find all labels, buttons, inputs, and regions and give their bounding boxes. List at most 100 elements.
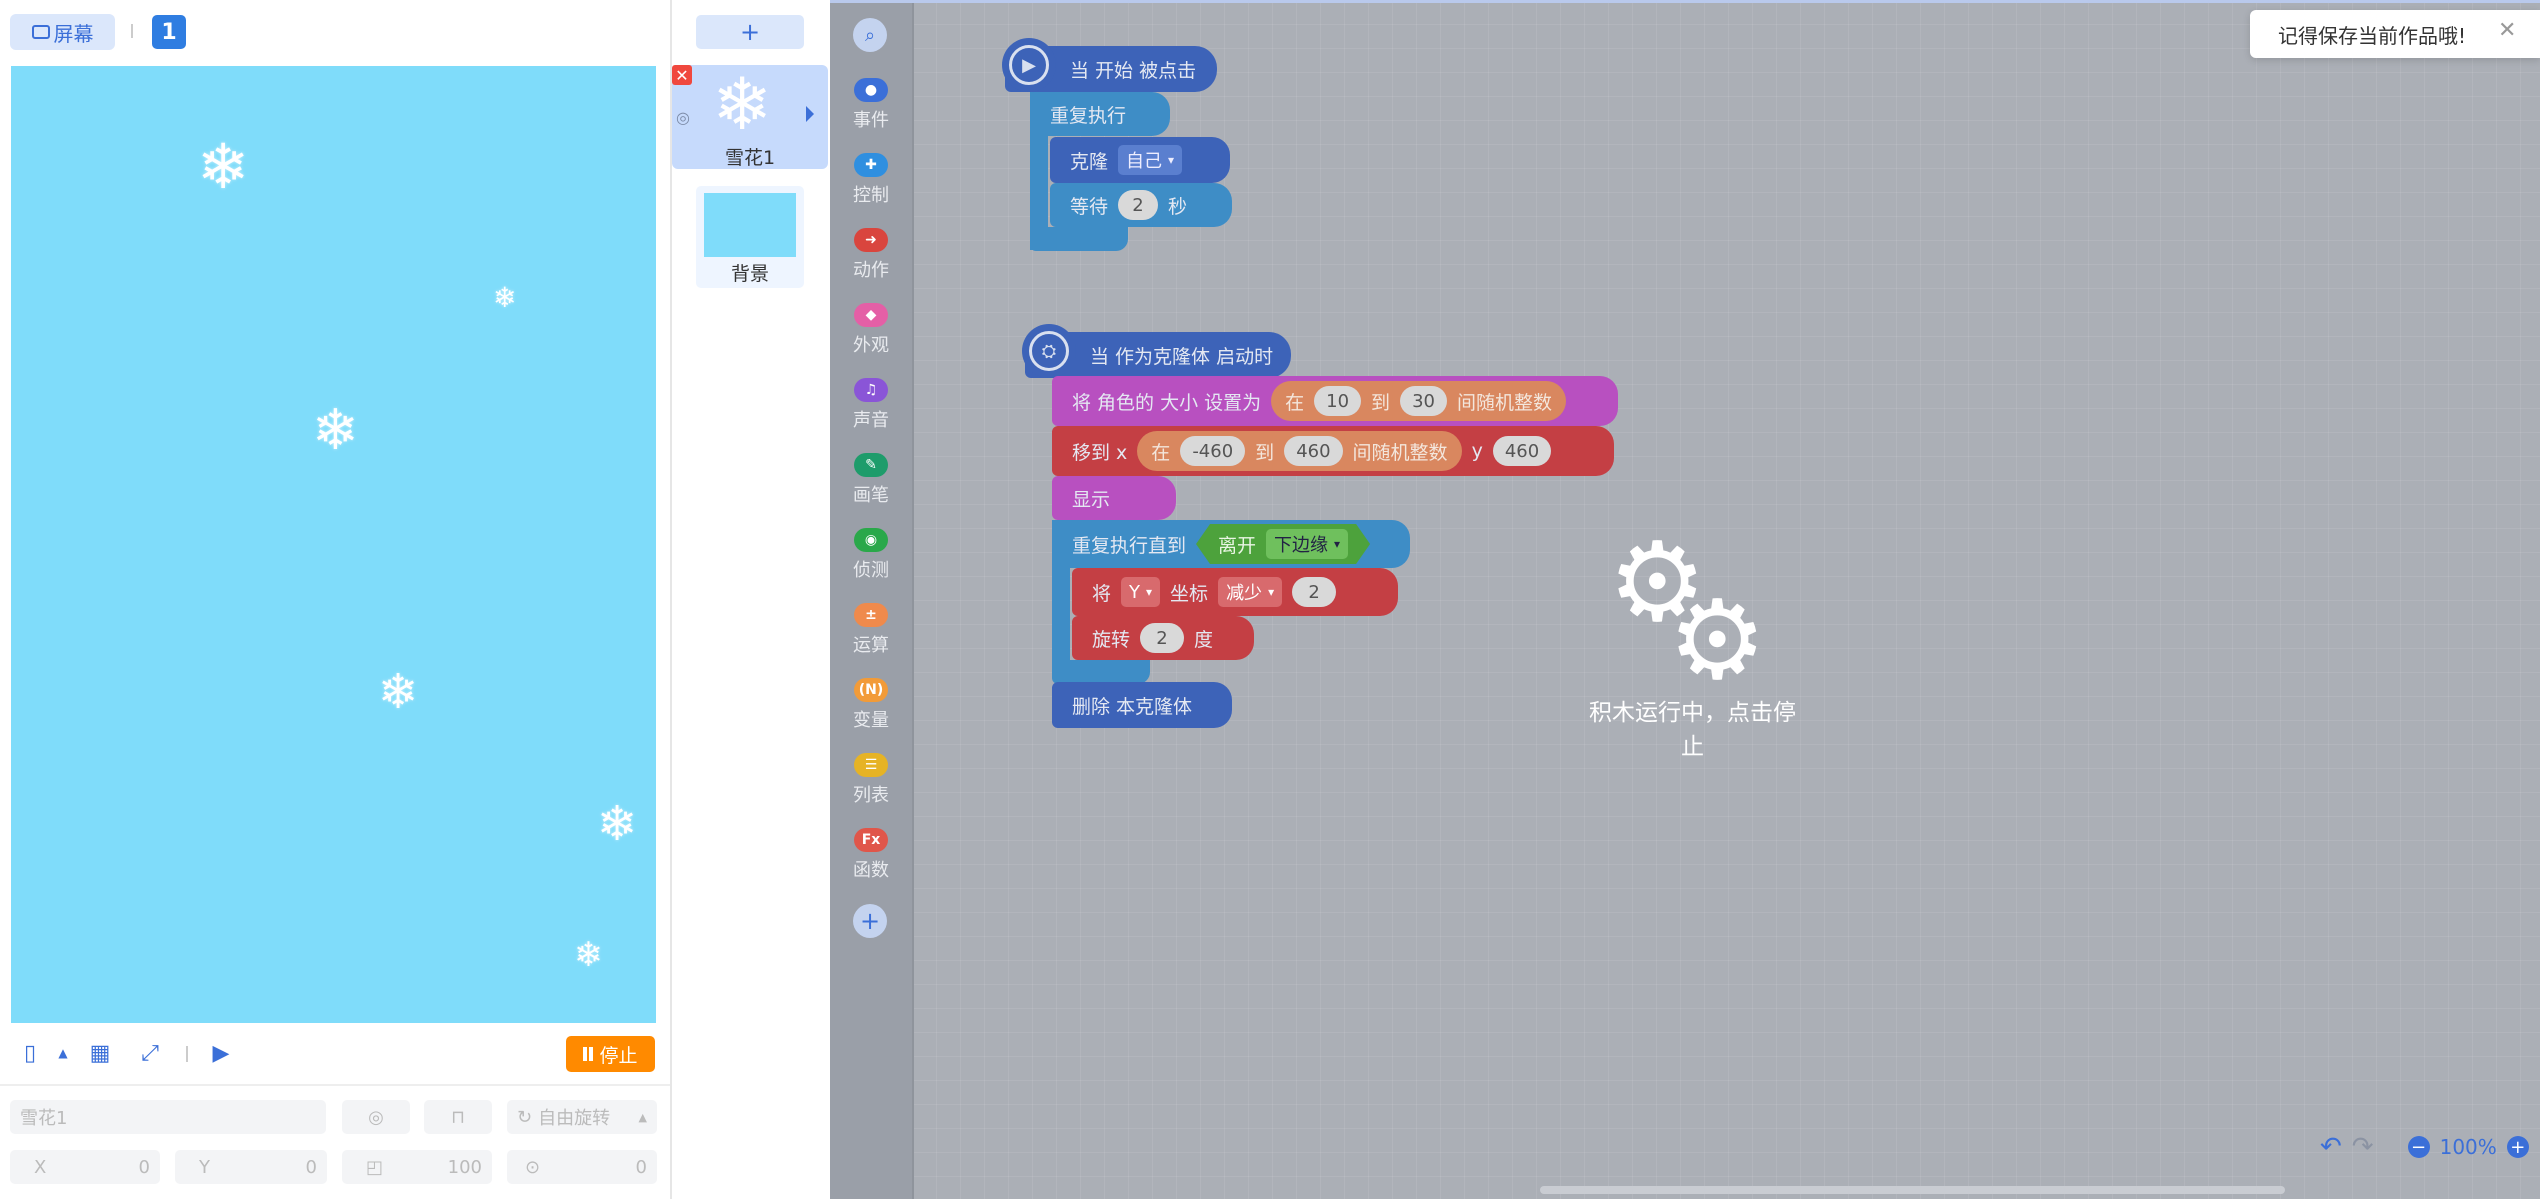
axis-dropdown[interactable]: Y▾ <box>1121 577 1161 607</box>
undo-icon[interactable]: ↶ <box>2320 1132 2342 1162</box>
motion-icon: ➜ <box>854 228 888 252</box>
change-mode-dropdown[interactable]: 减少▾ <box>1218 577 1283 607</box>
fullscreen-icon[interactable]: ⤢ <box>141 1040 159 1066</box>
y-input[interactable]: 460 <box>1492 436 1552 466</box>
zoom-out-icon[interactable]: − <box>2407 1136 2430 1158</box>
category-label: 变量 <box>853 710 889 731</box>
op-text: 间随机整数 <box>1456 391 1552 414</box>
category-looks[interactable]: ◆ 外观 <box>830 303 912 357</box>
move-to-block[interactable]: 移到 x 在 -460 到 460 间随机整数 y 460 <box>1052 426 1614 476</box>
x-max-input[interactable]: 460 <box>1284 436 1343 466</box>
category-motion[interactable]: ➜ 动作 <box>830 228 912 282</box>
chevron-down-icon: ▾ <box>1268 585 1275 599</box>
category-label: 函数 <box>853 860 889 881</box>
set-size-block[interactable]: 将 角色的 大小 设置为 在 10 到 30 间随机整数 <box>1052 376 1618 426</box>
direction-field[interactable]: ⊙ 0 <box>507 1150 657 1184</box>
category-pen[interactable]: ✎ 画笔 <box>830 453 912 507</box>
control-icon: ✚ <box>854 153 888 177</box>
divider <box>131 24 133 38</box>
grid-icon[interactable]: ▦ <box>89 1040 111 1066</box>
stage-canvas[interactable]: ❄ ❄ ❄ ❄ ❄ ❄ <box>11 66 656 1023</box>
chevron-down-icon: ▾ <box>1168 153 1175 167</box>
stop-button[interactable]: 停止 <box>566 1036 655 1072</box>
snowflake-sprite[interactable]: ❄ <box>197 130 249 203</box>
snowflake-sprite[interactable]: ❄ <box>312 398 359 463</box>
clone-block[interactable]: 克隆 自己▾ <box>1050 137 1230 183</box>
sprite-card-snowflake[interactable] <box>672 65 828 169</box>
pen-icon: ✎ <box>854 453 888 477</box>
block-text: 当 作为克隆体 启动时 <box>1090 345 1274 368</box>
snowflake-sprite[interactable]: ❄ <box>493 281 517 314</box>
op-text: 在 <box>1285 391 1305 414</box>
add-extension-icon[interactable]: + <box>853 904 887 938</box>
category-control[interactable]: ✚ 控制 <box>830 153 912 207</box>
lock-icon: ⊓ <box>450 1106 466 1128</box>
expand-arrow-icon[interactable] <box>806 106 814 122</box>
delete-icon[interactable]: ✕ <box>672 65 692 85</box>
turn-degrees-input[interactable]: 2 <box>1140 623 1185 653</box>
x-min-input[interactable]: -460 <box>1180 436 1246 466</box>
size-min-input[interactable]: 10 <box>1314 386 1362 416</box>
caret-up-icon[interactable]: ▲ <box>58 1046 68 1060</box>
redo-icon[interactable]: ↷ <box>2351 1132 2374 1162</box>
wait-seconds-input[interactable]: 2 <box>1118 190 1159 220</box>
wait-block[interactable]: 等待 2 秒 <box>1050 183 1232 227</box>
category-events[interactable]: ● 事件 <box>830 78 912 132</box>
lock-toggle[interactable]: ⊓ <box>424 1100 492 1134</box>
category-operators[interactable]: ± 运算 <box>830 603 912 657</box>
search-icon[interactable]: ⌕ <box>853 18 887 52</box>
op-text: 离开 <box>1218 534 1257 557</box>
forever-block[interactable]: 重复执行 <box>1030 92 1170 136</box>
edge-dropdown[interactable]: 下边缘▾ <box>1266 529 1348 559</box>
running-status-text[interactable]: 积木运行中，点击停止 <box>1589 700 1796 760</box>
lists-icon: ☰ <box>854 753 888 777</box>
op-text: 到 <box>1371 391 1391 414</box>
clone-target-dropdown[interactable]: 自己▾ <box>1118 145 1183 175</box>
stop-label: 停止 <box>599 1044 638 1067</box>
random-int-operator[interactable]: 在 10 到 30 间随机整数 <box>1271 381 1566 421</box>
zoom-in-icon[interactable]: + <box>2506 1136 2529 1158</box>
category-lists[interactable]: ☰ 列表 <box>830 753 912 807</box>
change-coordinate-block[interactable]: 将 Y▾ 坐标 减少▾ 2 <box>1072 568 1398 616</box>
show-block[interactable]: 显示 <box>1052 476 1176 520</box>
eye-off-icon[interactable]: ◎ <box>676 108 690 127</box>
block-text: 将 角色的 大小 设置为 <box>1072 391 1262 414</box>
touching-edge-condition[interactable]: 离开 下边缘▾ <box>1196 524 1370 564</box>
size-icon: ◰ <box>366 1156 384 1178</box>
category-sound[interactable]: ♫ 声音 <box>830 378 912 432</box>
repeat-until-block[interactable]: 重复执行直到 离开 下边缘▾ <box>1052 520 1410 568</box>
screen-label: 屏幕 <box>53 21 94 46</box>
close-icon[interactable]: ✕ <box>2498 18 2517 43</box>
snowflake-sprite[interactable]: ❄ <box>378 664 419 720</box>
gear-icon[interactable]: ⚙ <box>1668 576 1767 704</box>
add-sprite-button[interactable]: + <box>696 15 804 49</box>
category-variables[interactable]: (N) 变量 <box>830 678 912 732</box>
screen-mode-button[interactable]: 屏幕 <box>10 14 115 50</box>
change-amount-input[interactable]: 2 <box>1292 577 1337 607</box>
size-max-input[interactable]: 30 <box>1400 386 1447 416</box>
zoom-level: 100% <box>2439 1135 2497 1159</box>
x-field[interactable]: X 0 <box>10 1150 160 1184</box>
turn-block[interactable]: 旋转 2 度 <box>1072 616 1254 660</box>
workspace-border <box>912 0 914 1199</box>
eye-off-icon: ◎ <box>368 1106 384 1128</box>
delete-clone-block[interactable]: 删除 本克隆体 <box>1052 682 1232 728</box>
rotation-label: 自由旋转 <box>538 1108 611 1129</box>
category-functions[interactable]: Fx 函数 <box>830 828 912 882</box>
y-field[interactable]: Y 0 <box>175 1150 327 1184</box>
play-mode-icon[interactable]: ▶ <box>212 1040 230 1066</box>
scene-number-badge[interactable]: 1 <box>152 15 186 49</box>
horizontal-scrollbar[interactable] <box>1540 1186 2285 1194</box>
gear-icon[interactable]: ⚙ <box>1608 518 1707 646</box>
random-int-operator[interactable]: 在 -460 到 460 间随机整数 <box>1137 431 1462 471</box>
snowflake-sprite[interactable]: ❄ <box>574 935 603 975</box>
sprite-name-input[interactable]: 雪花1 <box>10 1100 326 1134</box>
stage-size-icon[interactable]: ▯ <box>23 1040 37 1066</box>
looks-icon: ◆ <box>854 303 888 327</box>
size-field[interactable]: ◰ 100 <box>342 1150 492 1184</box>
category-sensing[interactable]: ◉ 侦测 <box>830 528 912 582</box>
rotation-style-select[interactable]: ↻ 自由旋转 ▲ <box>507 1100 657 1134</box>
snowflake-sprite[interactable]: ❄ <box>597 796 638 852</box>
visibility-toggle[interactable]: ◎ <box>342 1100 410 1134</box>
block-category-panel <box>830 0 912 1199</box>
